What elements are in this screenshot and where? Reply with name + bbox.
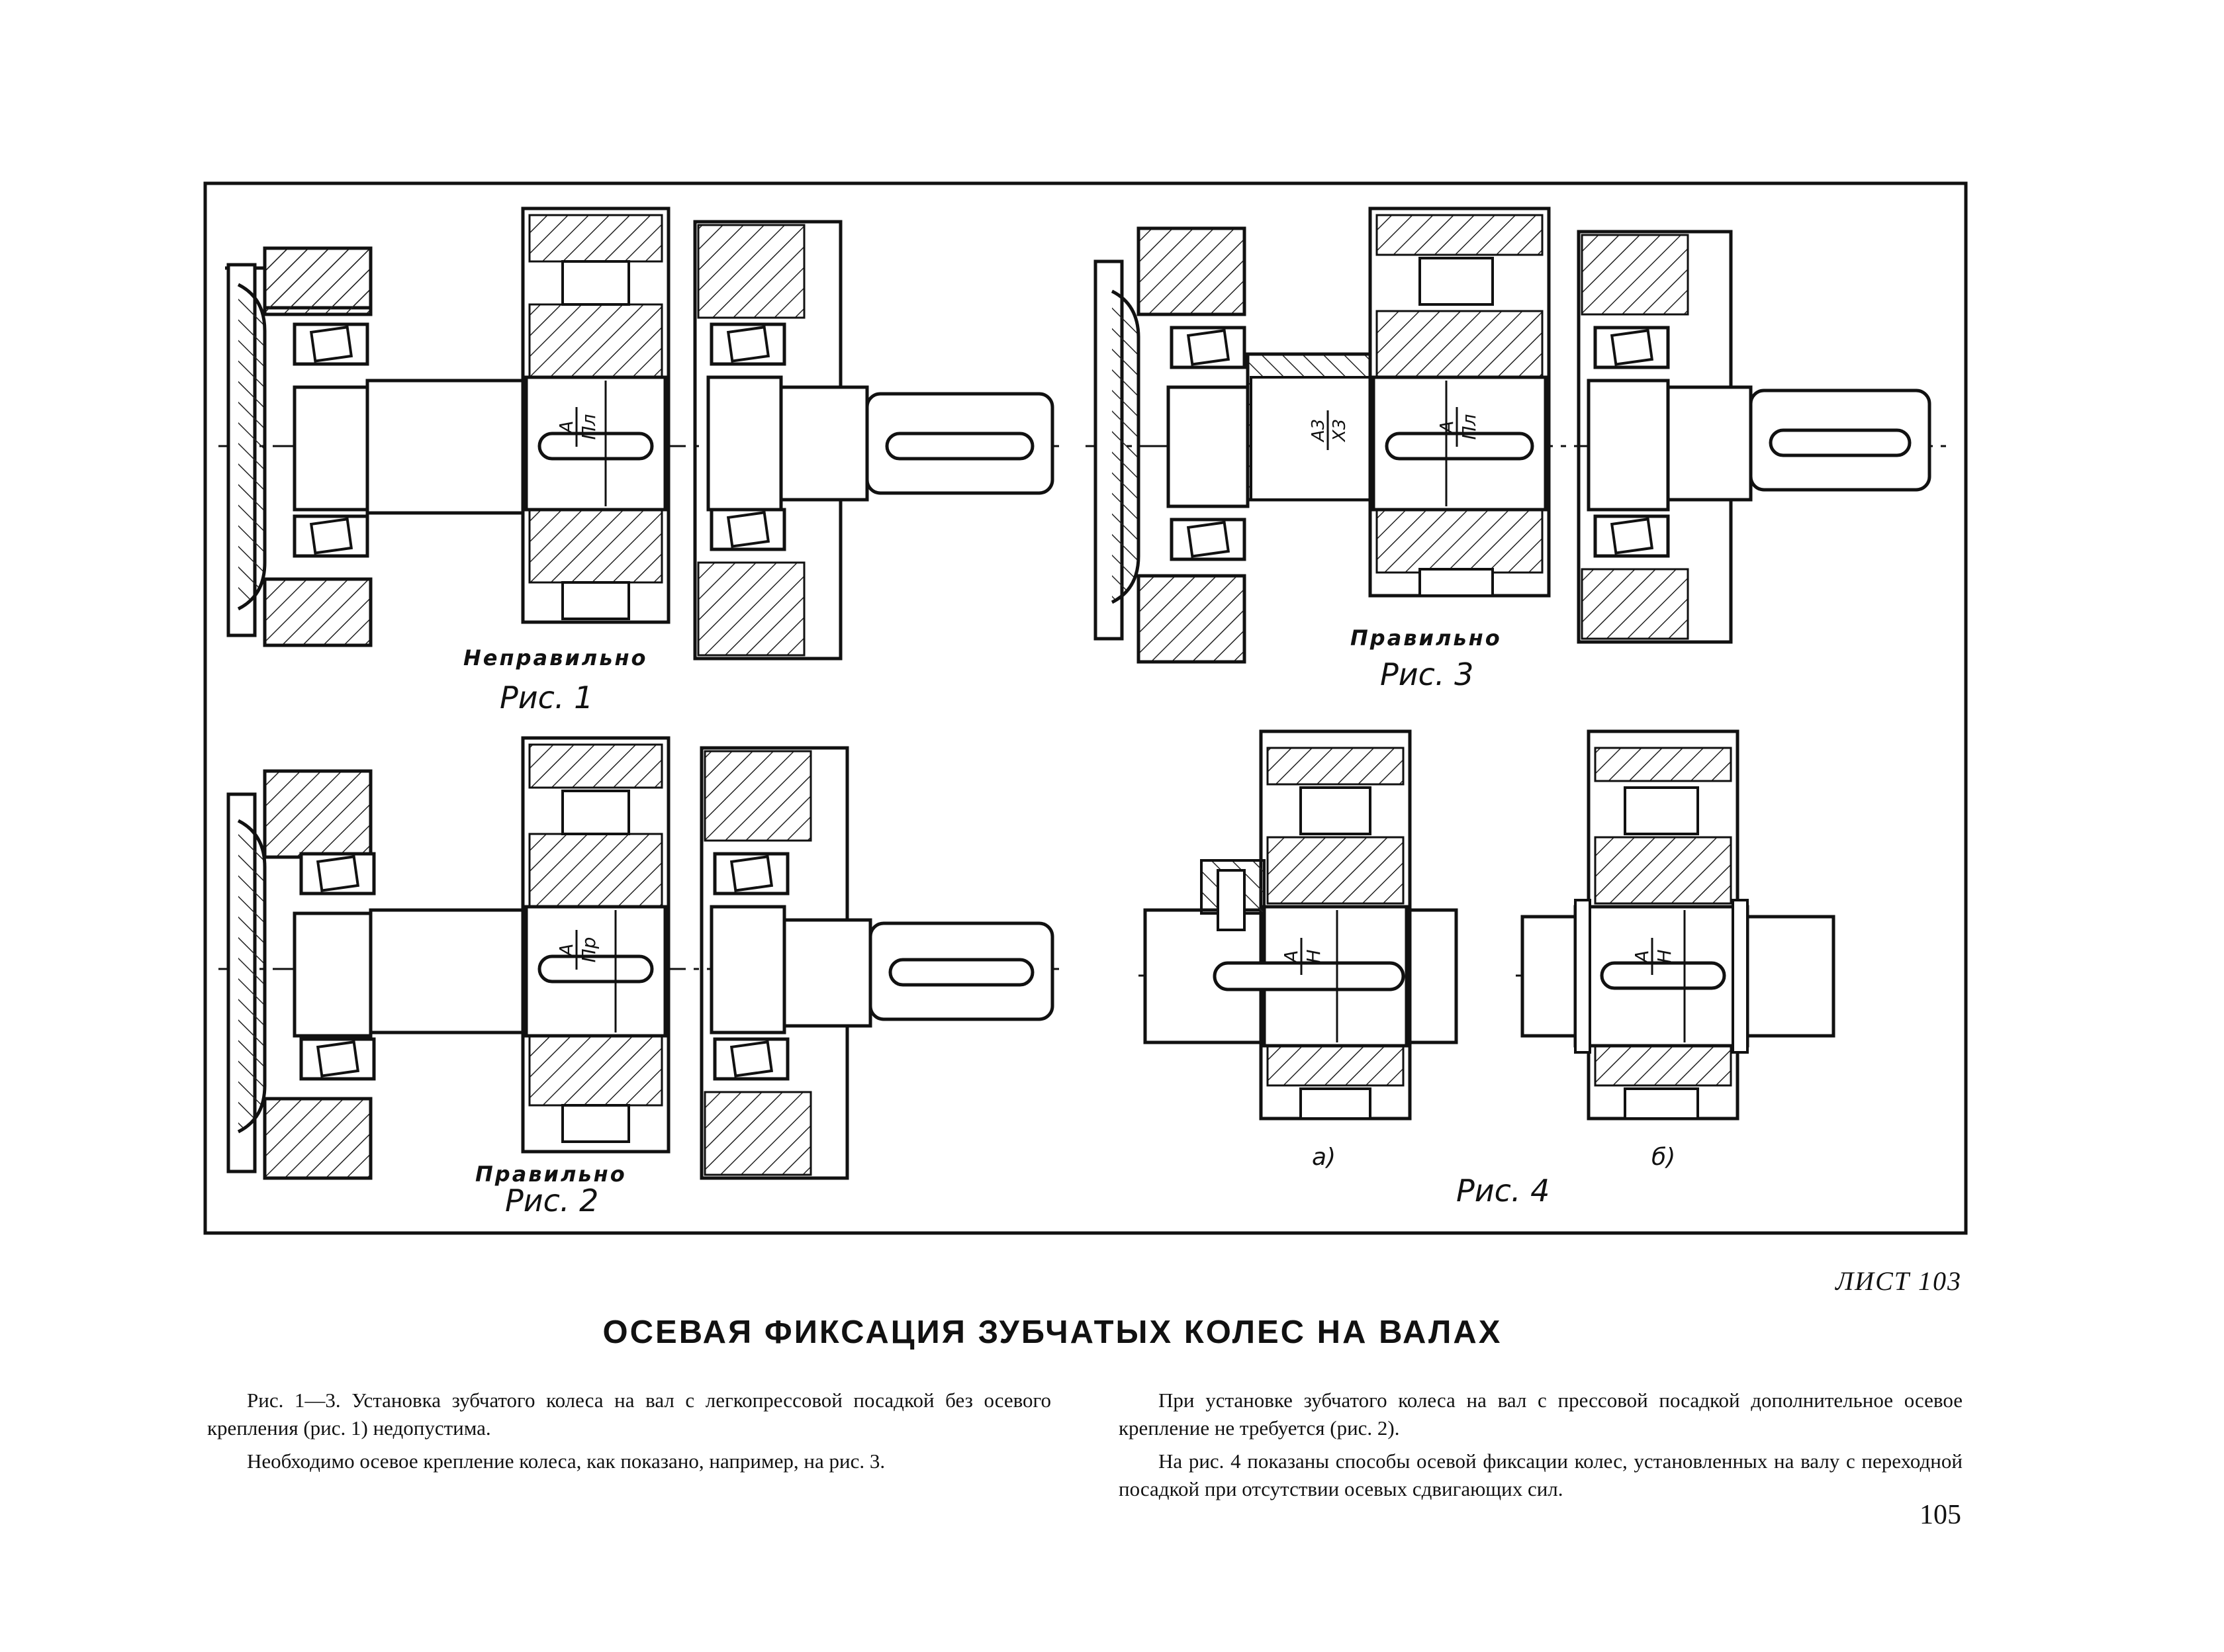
page-number: 105 xyxy=(1920,1500,1961,1530)
fig3-fit2-top: А3 xyxy=(1309,419,1328,443)
paragraph: При установке зубчатого колеса на вал с … xyxy=(1119,1389,1963,1440)
figure-4 xyxy=(1138,729,1840,1121)
fig2-caption: Рис. 2 xyxy=(505,1183,598,1218)
fig4-caption: Рис. 4 xyxy=(1456,1173,1550,1209)
fig4a-fit-top: А xyxy=(1280,950,1302,964)
fig2-verdict: Правильно xyxy=(475,1162,627,1187)
paragraph: Рис. 1—3. Установка зубчатого колеса на … xyxy=(207,1389,1051,1440)
fig4-part-a: а) xyxy=(1312,1144,1336,1171)
fig1-fit-bottom: Пл xyxy=(578,414,600,439)
text-column-right: При установке зубчатого колеса на вал с … xyxy=(1119,1387,1963,1508)
figure-3 xyxy=(1086,206,1946,664)
fig3-caption: Рис. 3 xyxy=(1380,657,1473,692)
page-title: ОСЕВАЯ ФИКСАЦИЯ ЗУБЧАТЫХ КОЛЕС НА ВАЛАХ xyxy=(602,1314,1503,1350)
fig1-caption: Рис. 1 xyxy=(500,680,593,715)
fig3-fit2-bottom: Х3 xyxy=(1330,419,1350,443)
text-column-left: Рис. 1—3. Установка зубчатого колеса на … xyxy=(207,1387,1051,1481)
fig1-verdict: Неправильно xyxy=(463,645,648,670)
paragraph: Необходимо осевое крепление колеса, как … xyxy=(247,1449,886,1473)
fig2-fit-top: А xyxy=(555,943,577,957)
figure-1 xyxy=(218,206,1059,661)
figure-2 xyxy=(218,736,1059,1180)
fig3-verdict: Правильно xyxy=(1350,625,1502,651)
fig4-part-b: б) xyxy=(1651,1144,1675,1171)
sheet-label: ЛИСТ 103 xyxy=(1835,1266,1962,1296)
paragraph: На рис. 4 показаны способы осевой фиксац… xyxy=(1119,1449,1963,1500)
drawing-frame xyxy=(203,181,1968,1235)
fig4a-fit-bottom: Н xyxy=(1303,949,1324,963)
fig2-fit-bottom: Пр xyxy=(578,937,600,963)
fig4b-fit-top: А xyxy=(1631,950,1653,964)
fig1-fit-top: А xyxy=(555,420,577,434)
fig3-fit-bottom: Пл xyxy=(1458,414,1480,439)
fig3-fit-top: А xyxy=(1436,420,1458,434)
fig4b-fit-bottom: Н xyxy=(1653,949,1675,963)
